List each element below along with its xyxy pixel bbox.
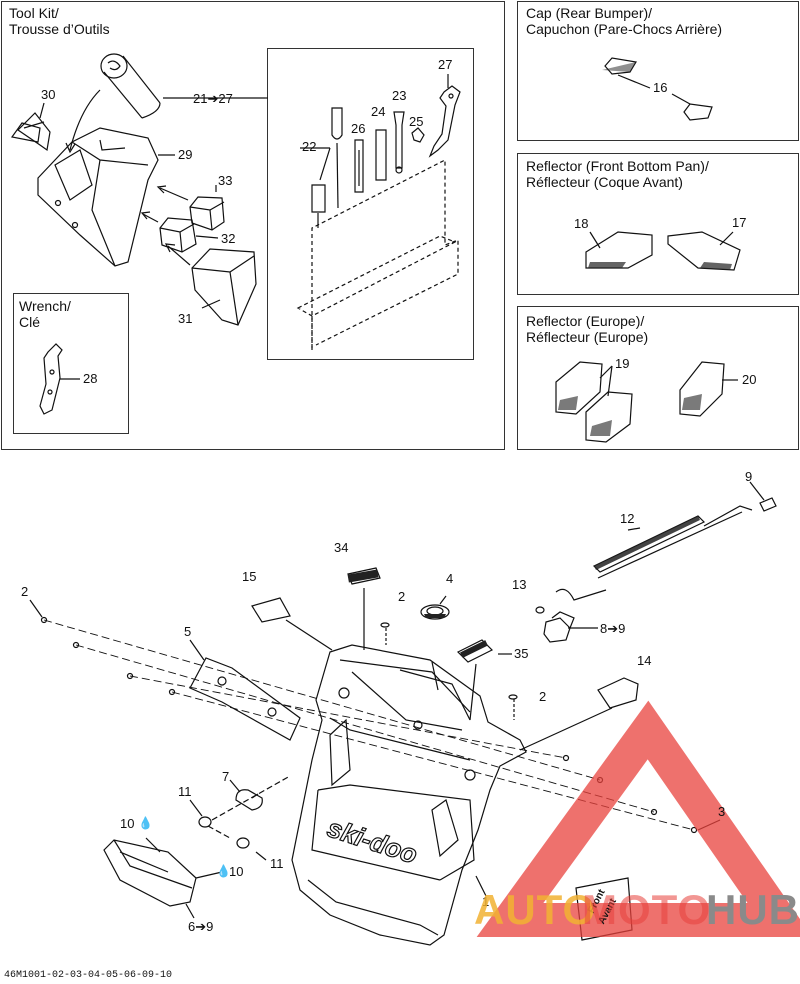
callout-1: 1: [482, 894, 490, 909]
reflector-part-18: [585, 231, 653, 269]
sticker-part-35: [456, 639, 494, 663]
drop-icon: 💧: [216, 864, 231, 878]
callout-13: 13: [512, 577, 527, 592]
callout-6-9: 6➔9: [188, 919, 214, 934]
callout-32: 32: [221, 231, 236, 246]
callout-5: 5: [184, 624, 192, 639]
reflector-part-17: [667, 231, 741, 271]
figure-code: 46M1001-02-03-04-05-06-09-10: [4, 970, 173, 981]
reflector-front-title-fr: Réflecteur (Coque Avant): [526, 174, 683, 190]
callout-24: 24: [371, 104, 386, 119]
wrench-part-28: [39, 343, 63, 415]
wrench-title-en: Wrench/: [19, 298, 71, 314]
reflector-europe-box: [517, 306, 799, 450]
tool-part-24: [375, 129, 387, 181]
socket-part-8: [543, 611, 575, 643]
watermark-auto: AUTO: [474, 886, 597, 933]
callout-26: 26: [351, 121, 366, 136]
callout-2-top: 2: [398, 589, 406, 604]
cap-box: [517, 1, 799, 141]
grommet-part-11: [198, 816, 250, 849]
tool-bag-part-29: [37, 127, 159, 267]
callout-14: 14: [637, 653, 652, 668]
callout-7: 7: [222, 769, 230, 784]
cap-title-fr: Capuchon (Pare-Chocs Arrière): [526, 21, 723, 37]
callout-21-27: 21➔27: [193, 91, 233, 106]
callout-4: 4: [446, 571, 454, 586]
tool-kit-title-fr: Trousse d’Outils: [9, 21, 110, 37]
strap-part-30: [10, 112, 51, 152]
cap-title-en: Cap (Rear Bumper)/: [526, 5, 653, 21]
callout-29: 29: [178, 147, 193, 162]
reflector-europe-title-fr: Réflecteur (Europe): [526, 329, 649, 345]
wrench-title-fr: Clé: [19, 314, 41, 330]
callout-22: 22: [302, 139, 317, 154]
pad-part-32: [159, 217, 197, 253]
callout-12: 12: [620, 511, 635, 526]
callout-35: 35: [514, 646, 529, 661]
tool-panel: [296, 159, 459, 350]
screwdriver-part-22: [311, 107, 343, 228]
callout-16: 16: [653, 80, 668, 95]
callout-10-top: 10: [120, 816, 135, 831]
reflector-front-title-en: Reflector (Front Bottom Pan)/: [526, 158, 709, 174]
callout-11-top: 11: [178, 784, 192, 799]
callout-23: 23: [392, 88, 407, 103]
callout-3: 3: [718, 804, 726, 819]
key-part-25: [411, 127, 425, 143]
callout-11-bottom: 11: [270, 856, 284, 871]
sticker-part-14: [597, 677, 639, 709]
tool-part-27: [428, 74, 461, 158]
bracket-part-5: [189, 657, 301, 741]
reflector-front-box: [517, 153, 799, 295]
callout-15: 15: [242, 569, 257, 584]
callout-30: 30: [41, 87, 56, 102]
tool-kit-title-en: Tool Kit/: [9, 5, 59, 21]
callout-28: 28: [83, 371, 98, 386]
callout-17: 17: [732, 215, 747, 230]
wrench-part-23: [393, 111, 405, 174]
reflector-europe-title-en: Reflector (Europe)/: [526, 313, 645, 329]
watermark-moto: MOTO: [582, 886, 712, 933]
sticker-part-15: [251, 597, 291, 623]
callout-19: 19: [615, 356, 630, 371]
reflector-part-20: [679, 361, 725, 417]
wire-harness-part-12: [592, 497, 777, 579]
tool-roll-part-21: [100, 53, 161, 119]
tool-part-26: [354, 139, 364, 193]
tail-light-part-6: [103, 839, 197, 907]
callout-34: 34: [334, 540, 349, 555]
callout-10-bottom: 10: [229, 864, 244, 879]
callout-2-right: 2: [539, 689, 547, 704]
drop-icon: 💧: [138, 816, 153, 830]
callout-27: 27: [438, 57, 453, 72]
callout-25: 25: [409, 114, 424, 129]
tool-set-box: [267, 48, 474, 360]
snowflap-part-1: [291, 644, 527, 946]
callout-18: 18: [574, 216, 589, 231]
pad-part-33: [189, 196, 225, 231]
callout-33: 33: [218, 173, 233, 188]
callout-9: 9: [745, 469, 753, 484]
watermark-hub: HUB: [706, 886, 800, 933]
grommet-part-13: [535, 588, 607, 614]
pad-part-31: [191, 248, 257, 326]
callout-8-9: 8➔9: [600, 621, 626, 636]
watermark-triangle: [476, 700, 800, 937]
callout-20: 20: [742, 372, 757, 387]
bulb-part-7: [235, 789, 263, 811]
wrench-box: [13, 293, 129, 434]
callout-2-left: 2: [21, 584, 29, 599]
callout-31: 31: [178, 311, 193, 326]
